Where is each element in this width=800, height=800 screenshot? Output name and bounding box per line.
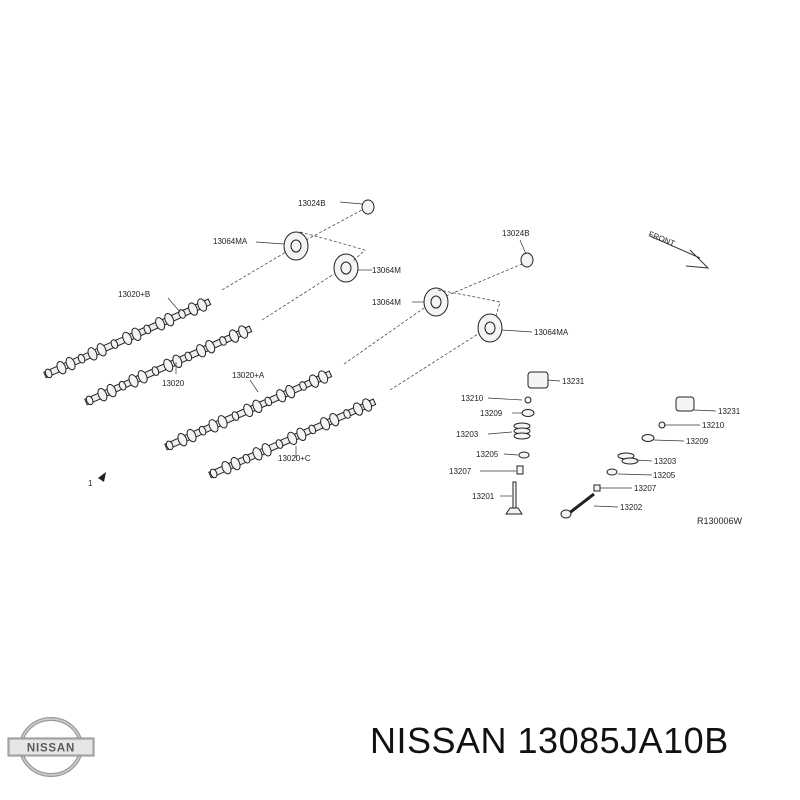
front-arrow-icon: [649, 235, 710, 269]
brand-logo: NISSAN: [7, 717, 95, 777]
label-13209-b: 13209: [686, 437, 709, 446]
seal-13207-b: [593, 484, 601, 492]
tappet-13231-a: [527, 371, 549, 389]
label-13064m-a: 13064M: [372, 266, 401, 275]
label-13207-a: 13207: [449, 467, 472, 476]
label-13210-a: 13210: [461, 394, 484, 403]
label-13020c: 13020+C: [278, 454, 311, 463]
shim-13210-a: [524, 396, 532, 404]
label-13020b: 13020+B: [118, 290, 150, 299]
sprocket-13064m-a: [333, 253, 359, 283]
spring-13203-b: [617, 452, 639, 465]
retainer-13209-b: [641, 434, 655, 442]
camshaft-13020-b: [43, 296, 212, 380]
valve-13201: [505, 481, 523, 515]
label-13024b-b: 13024B: [502, 229, 530, 238]
sprocket-13064m-b: [423, 287, 449, 317]
label-13209-a: 13209: [480, 409, 503, 418]
label-13205-a: 13205: [476, 450, 499, 459]
seat-13205-a: [518, 451, 530, 459]
label-13231-b: 13231: [718, 407, 741, 416]
camshaft-13020: [84, 323, 253, 407]
bolt-13024b-a: [361, 199, 375, 215]
footer: NISSAN NISSAN 13085JA10B: [0, 700, 800, 790]
part-title: NISSAN 13085JA10B: [370, 720, 729, 761]
label-13205-b: 13205: [653, 471, 676, 480]
seat-13205-b: [606, 468, 618, 476]
label-13203-a: 13203: [456, 430, 479, 439]
label-13020a: 13020+A: [232, 371, 265, 380]
marker-arrow-icon: [98, 472, 106, 482]
sprocket-13064ma-b: [477, 313, 503, 343]
label-13020: 13020: [162, 379, 185, 388]
label-front: FRONT: [647, 230, 676, 249]
label-13203-b: 13203: [654, 457, 677, 466]
seal-13207-a: [516, 465, 524, 475]
label-13201: 13201: [472, 492, 495, 501]
camshaft-13020-c: [208, 396, 377, 480]
sprocket-13064ma-a: [283, 231, 309, 261]
label-13231-a: 13231: [562, 377, 585, 386]
label-13202: 13202: [620, 503, 643, 512]
spring-13203-a: [513, 422, 531, 440]
label-13207-b: 13207: [634, 484, 657, 493]
camshaft-13020-a: [164, 368, 333, 452]
valve-13202: [560, 492, 595, 519]
label-13064m-b: 13064M: [372, 298, 401, 307]
label-13210-b: 13210: [702, 421, 725, 430]
label-13064ma-a: 13064MA: [213, 237, 248, 246]
bolt-13024b-b: [520, 252, 534, 268]
label-13024b-a: 13024B: [298, 199, 326, 208]
brand-logo-text: NISSAN: [27, 743, 75, 755]
tappet-13231-b: [675, 396, 695, 412]
retainer-13209-a: [521, 409, 535, 417]
label-marker: 1: [88, 479, 93, 488]
label-13064ma-b: 13064MA: [534, 328, 569, 337]
diagram-reference-code: R130006W: [697, 516, 743, 526]
